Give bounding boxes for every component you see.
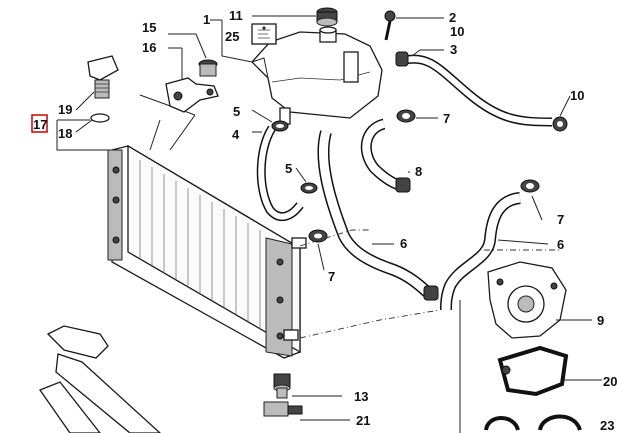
hose-clamp <box>395 177 411 193</box>
hose-clip <box>395 51 409 67</box>
warning-label-plate <box>251 23 277 45</box>
callout-15: 15 <box>142 20 156 35</box>
callout-13: 13 <box>354 389 368 404</box>
callout-6b: 6 <box>557 237 564 252</box>
callout-7a: 7 <box>443 111 450 126</box>
callout-19: 19 <box>58 102 72 117</box>
thermostat-housing <box>487 261 567 339</box>
screw <box>384 10 396 41</box>
callout-2: 2 <box>449 10 456 25</box>
callout-17: 17 <box>33 117 47 132</box>
callout-11: 11 <box>229 8 243 23</box>
hose-clamp <box>396 109 416 123</box>
callout-7c: 7 <box>328 269 335 284</box>
callout-16: 16 <box>142 40 156 55</box>
callout-7b: 7 <box>557 212 564 227</box>
callout-21: 21 <box>356 413 370 428</box>
hose-clamp <box>308 229 328 243</box>
hose-clamp <box>520 179 540 193</box>
highlight-box <box>31 114 48 133</box>
callout-18: 18 <box>58 126 72 141</box>
callout-10a: 10 <box>450 24 464 39</box>
callout-1: 1 <box>203 12 210 27</box>
callout-8: 8 <box>415 164 422 179</box>
temperature-sensor <box>263 401 303 417</box>
callout-25: 25 <box>225 29 239 44</box>
thermostat-gasket <box>497 345 569 397</box>
callout-5b: 5 <box>285 161 292 176</box>
expansion-tank <box>251 26 383 125</box>
tank-cap <box>316 7 338 27</box>
callout-6a: 6 <box>400 236 407 251</box>
drain-plug <box>273 373 291 399</box>
callout-23: 23 <box>600 418 614 433</box>
callout-5a: 5 <box>233 104 240 119</box>
callout-9: 9 <box>597 313 604 328</box>
thermostat-clip <box>484 414 582 431</box>
cap-seal <box>90 113 110 123</box>
hose-clamp <box>423 285 439 301</box>
callout-3: 3 <box>450 42 457 57</box>
hose-clamp <box>300 182 318 194</box>
callout-4: 4 <box>232 127 240 142</box>
support-frame <box>38 325 161 433</box>
radiator-cap <box>87 55 119 99</box>
hose-clamp <box>271 120 289 132</box>
mounting-rubber <box>198 59 218 77</box>
radiator <box>107 144 307 359</box>
mounting-bracket <box>165 77 219 113</box>
callout-20: 20 <box>603 374 617 389</box>
overflow-hose <box>404 54 553 127</box>
hose-clip <box>552 116 568 132</box>
callout-10b: 10 <box>570 88 584 103</box>
